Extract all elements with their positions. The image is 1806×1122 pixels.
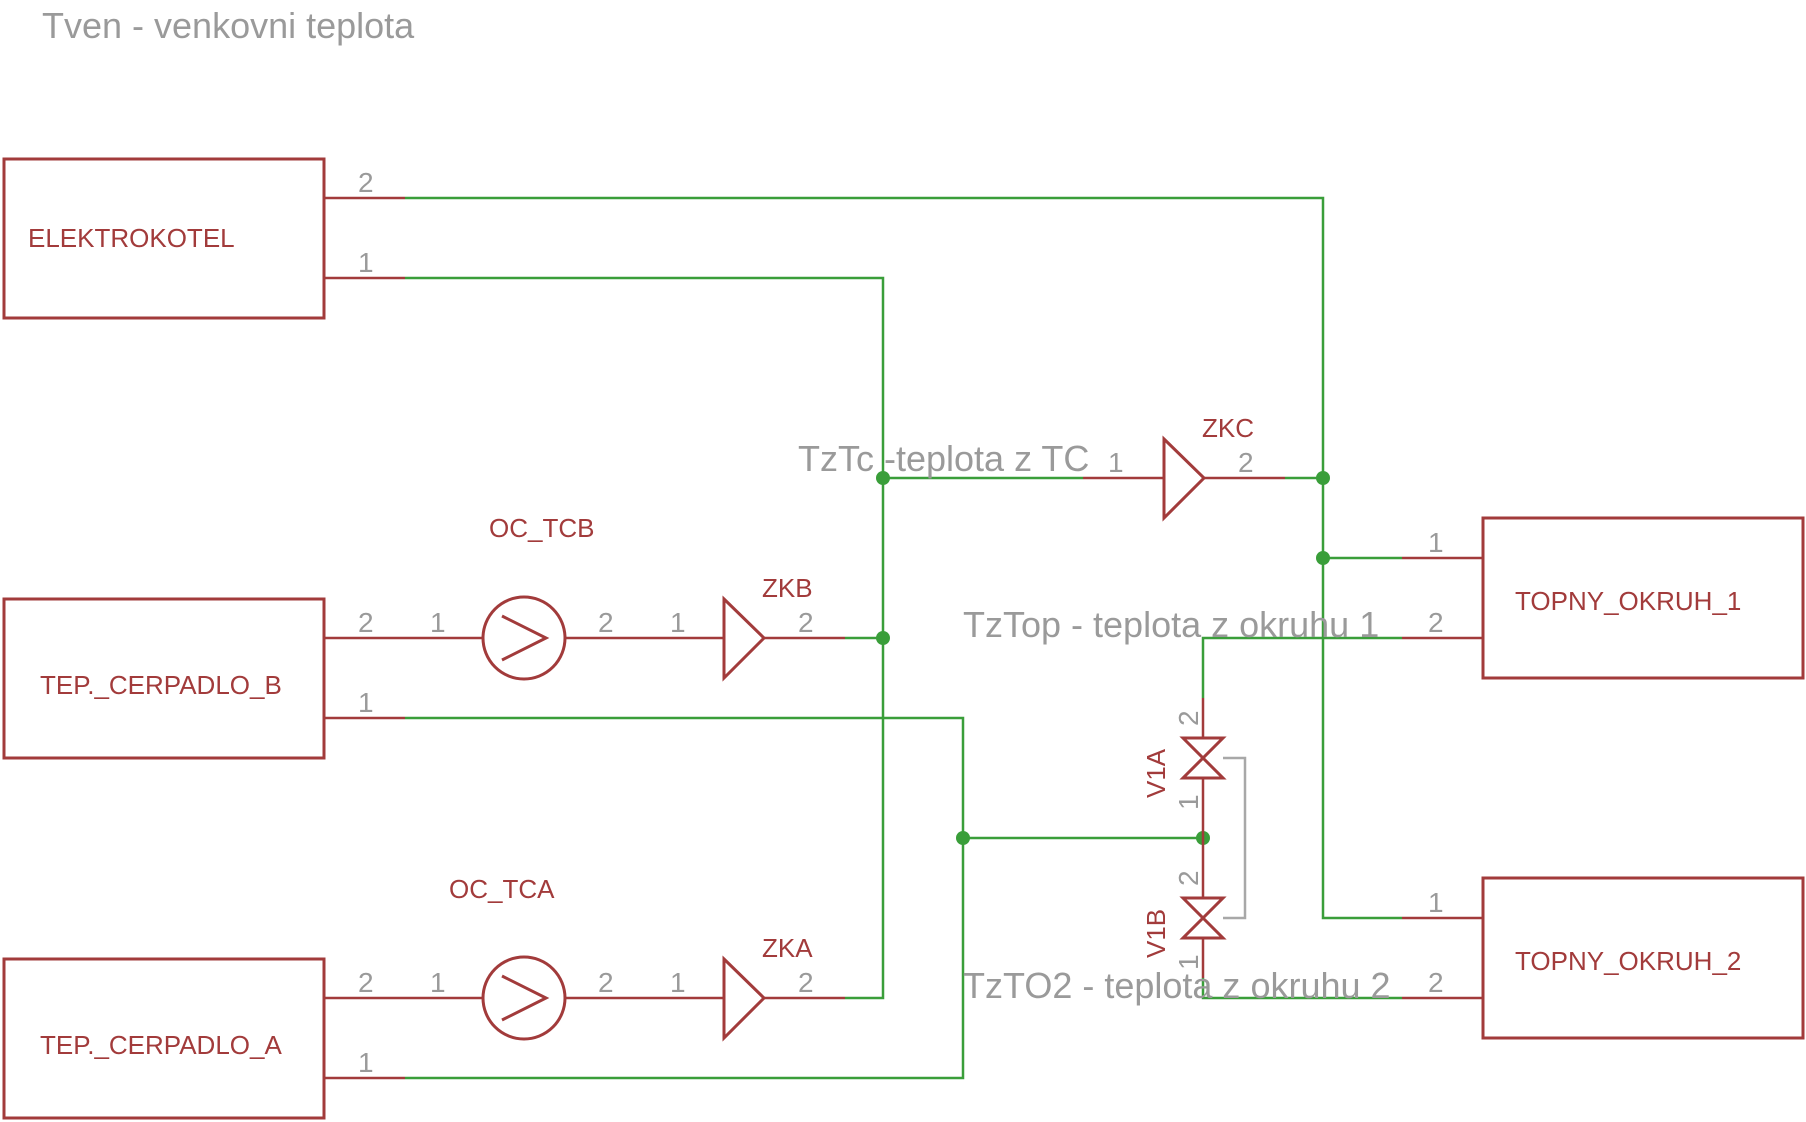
note-tven: Tven - venkovni teplota	[42, 5, 415, 46]
okruh-1-label: TOPNY_OKRUH_1	[1515, 586, 1741, 616]
v1a-pin-2: 2	[1173, 710, 1204, 726]
pump-oc-tca: OC_TCA 1 2	[405, 874, 645, 1041]
v1a-pin-1: 1	[1173, 794, 1204, 810]
block-elektrokotel: ELEKTROKOTEL 2 1	[2, 157, 405, 320]
check-valve-zkc: ZKC 1 2	[1083, 413, 1285, 522]
pump-oc-tcb: OC_TCB 1 2	[405, 513, 645, 681]
wire-okruh1-pin2	[1201, 636, 1402, 698]
note-tztc: TzTc -teplota z TC	[798, 438, 1089, 479]
check-valve-zkb-icon	[722, 595, 767, 682]
oc-tca-pin-1: 1	[430, 967, 446, 998]
zkc-pin-2: 2	[1238, 447, 1254, 478]
zkb-pin-1: 1	[670, 607, 686, 638]
cerpadlo-b-pin-2: 2	[358, 607, 374, 638]
junction-zkb-out	[876, 631, 890, 645]
check-valve-zkb: ZKB 1 2	[645, 573, 845, 682]
elektrokotel-label: ELEKTROKOTEL	[28, 223, 235, 253]
okruh-2-label: TOPNY_OKRUH_2	[1515, 946, 1741, 976]
cerpadlo-a-pin-2: 2	[358, 967, 374, 998]
zkb-pin-2: 2	[798, 607, 814, 638]
cerpadlo-b-pin-1: 1	[358, 687, 374, 718]
valve-v1b-icon	[1179, 896, 1227, 940]
wire-okruh2-pin2	[1201, 978, 1402, 1000]
cerpadlo-b-label: TEP._CERPADLO_B	[40, 670, 282, 700]
block-cerpadlo-a: TEP._CERPADLO_A 2 1	[2, 957, 405, 1120]
junctions	[876, 471, 1330, 845]
oc-tcb-pin-1: 1	[430, 607, 446, 638]
v1b-label: V1B	[1141, 909, 1171, 958]
junction-okruh1-pin1	[1316, 551, 1330, 565]
zkc-pin-1: 1	[1108, 447, 1124, 478]
v1b-pin-2: 2	[1173, 870, 1204, 886]
elektrokotel-pin-2: 2	[358, 167, 374, 198]
block-okruh-2: TOPNY_OKRUH_2 1 2	[1402, 876, 1805, 1040]
okruh-2-pin-2: 2	[1428, 967, 1444, 998]
oc-tca-label: OC_TCA	[449, 874, 555, 904]
oc-tcb-label: OC_TCB	[489, 513, 594, 543]
wire-cerpadlo-a-pin1	[405, 838, 965, 1080]
note-tztop: TzTop - teplota z okruhu 1	[963, 604, 1379, 645]
check-valve-zka-icon	[722, 955, 767, 1042]
check-valve-zka: ZKA 1 2	[645, 933, 845, 1042]
oc-tca-pin-2: 2	[598, 967, 614, 998]
zka-pin-1: 1	[670, 967, 686, 998]
okruh-1-pin-1: 1	[1428, 527, 1444, 558]
valve-v1a-icon	[1179, 736, 1227, 780]
junction-zkc-in	[876, 471, 890, 485]
junction-return	[956, 831, 970, 845]
elektrokotel-pin-1: 1	[358, 247, 374, 278]
okruh-1-pin-2: 2	[1428, 607, 1444, 638]
wire-kotel-pin2	[405, 196, 1402, 920]
junction-zkc-out	[1316, 471, 1330, 485]
zka-pin-2: 2	[798, 967, 814, 998]
valve-v1b: V1B 2 1	[1141, 838, 1227, 978]
note-tzto2: TzTO2 - teplota z okruhu 2	[963, 965, 1391, 1006]
zkb-label: ZKB	[762, 573, 813, 603]
cerpadlo-a-label: TEP._CERPADLO_A	[40, 1030, 282, 1060]
v1a-label: V1A	[1141, 748, 1171, 798]
oc-tcb-pin-2: 2	[598, 607, 614, 638]
okruh-2-pin-1: 1	[1428, 887, 1444, 918]
v1b-pin-1: 1	[1173, 954, 1204, 970]
pump-oc-tcb-icon	[481, 595, 567, 681]
zkc-label: ZKC	[1202, 413, 1254, 443]
cerpadlo-a-pin-1: 1	[358, 1047, 374, 1078]
notes: Tven - venkovni teplota TzTc -teplota z …	[42, 5, 1391, 1006]
wire-cerpadlo-b-pin1	[405, 716, 965, 838]
pump-oc-tca-icon	[481, 955, 567, 1041]
check-valve-zkc-icon	[1162, 435, 1207, 522]
block-cerpadlo-b: TEP._CERPADLO_B 2 1	[2, 597, 405, 760]
valve-actuator-link	[1223, 756, 1247, 920]
valve-v1a: V1A 2 1	[1141, 698, 1227, 838]
block-okruh-1: TOPNY_OKRUH_1 1 2	[1402, 516, 1805, 680]
zka-label: ZKA	[762, 933, 813, 963]
